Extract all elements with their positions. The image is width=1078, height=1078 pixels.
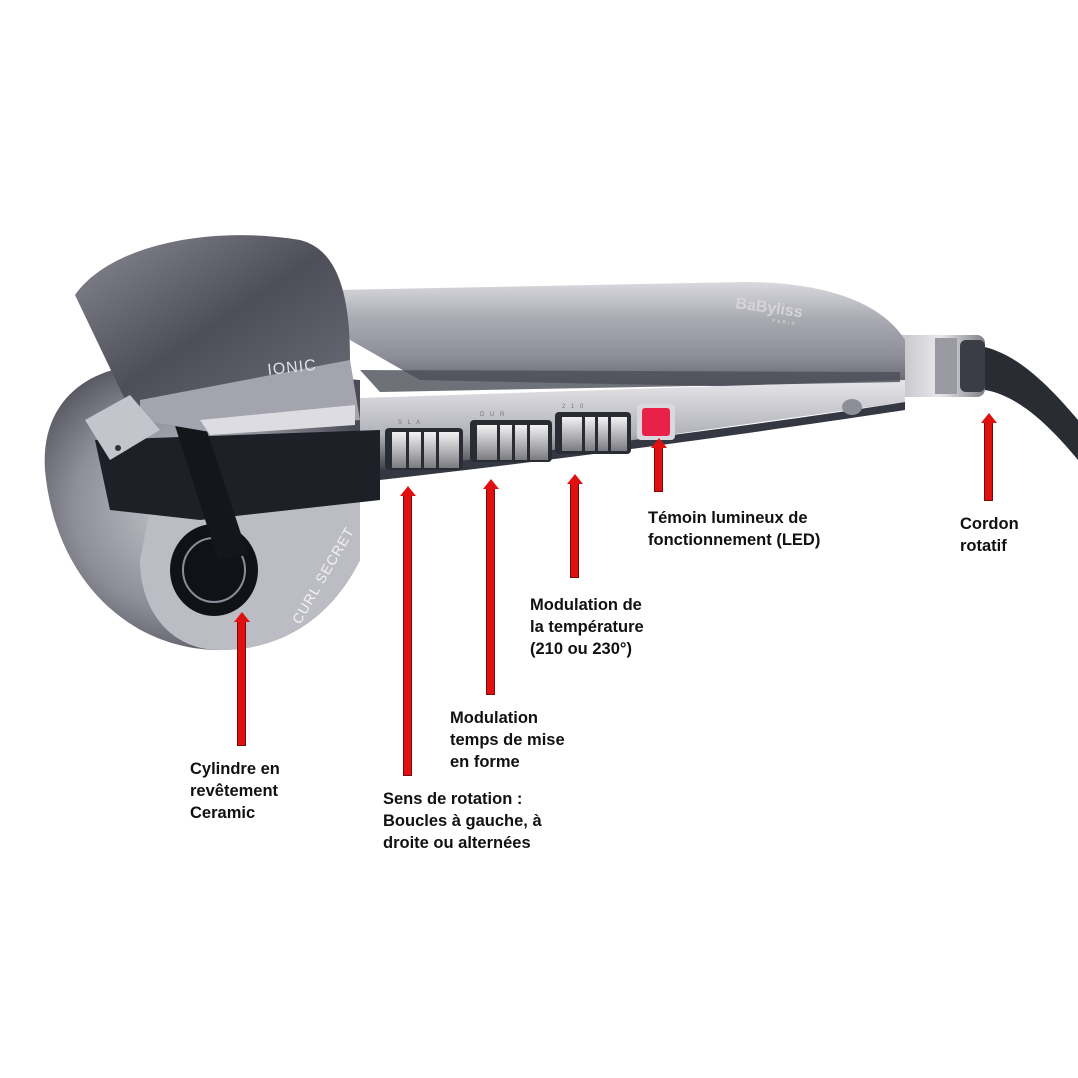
- svg-text:2 1 0: 2 1 0: [562, 404, 585, 410]
- label-rotation: Sens de rotation : Boucles à gauche, à d…: [383, 790, 542, 852]
- arrow-rotation-icon: [403, 494, 412, 776]
- arrow-cylinder-icon: [237, 620, 246, 746]
- svg-text:D U R: D U R: [480, 412, 506, 418]
- label-cord: Cordon rotatif: [960, 515, 1019, 555]
- slider-temperature: [555, 412, 631, 454]
- label-led: Témoin lumineux de fonctionnement (LED): [648, 509, 821, 549]
- ionic-label: IONIC: [267, 357, 318, 379]
- label-cylinder: Cylindre en revêtement Ceramic: [190, 760, 280, 822]
- led-indicator: [642, 408, 670, 436]
- arrow-timer-icon: [486, 487, 495, 695]
- slider-rotation: [385, 428, 463, 470]
- arrow-temperature-icon: [570, 482, 579, 578]
- svg-text:PARIS: PARIS: [772, 318, 797, 327]
- svg-text:S L A: S L A: [398, 420, 422, 426]
- label-timer: Modulation temps de mise en forme: [450, 709, 565, 771]
- arrow-cord-icon: [984, 421, 993, 501]
- label-temperature: Modulation de la température (210 ou 230…: [530, 596, 644, 658]
- slider-timer: [470, 420, 552, 462]
- arrow-led-icon: [654, 446, 663, 492]
